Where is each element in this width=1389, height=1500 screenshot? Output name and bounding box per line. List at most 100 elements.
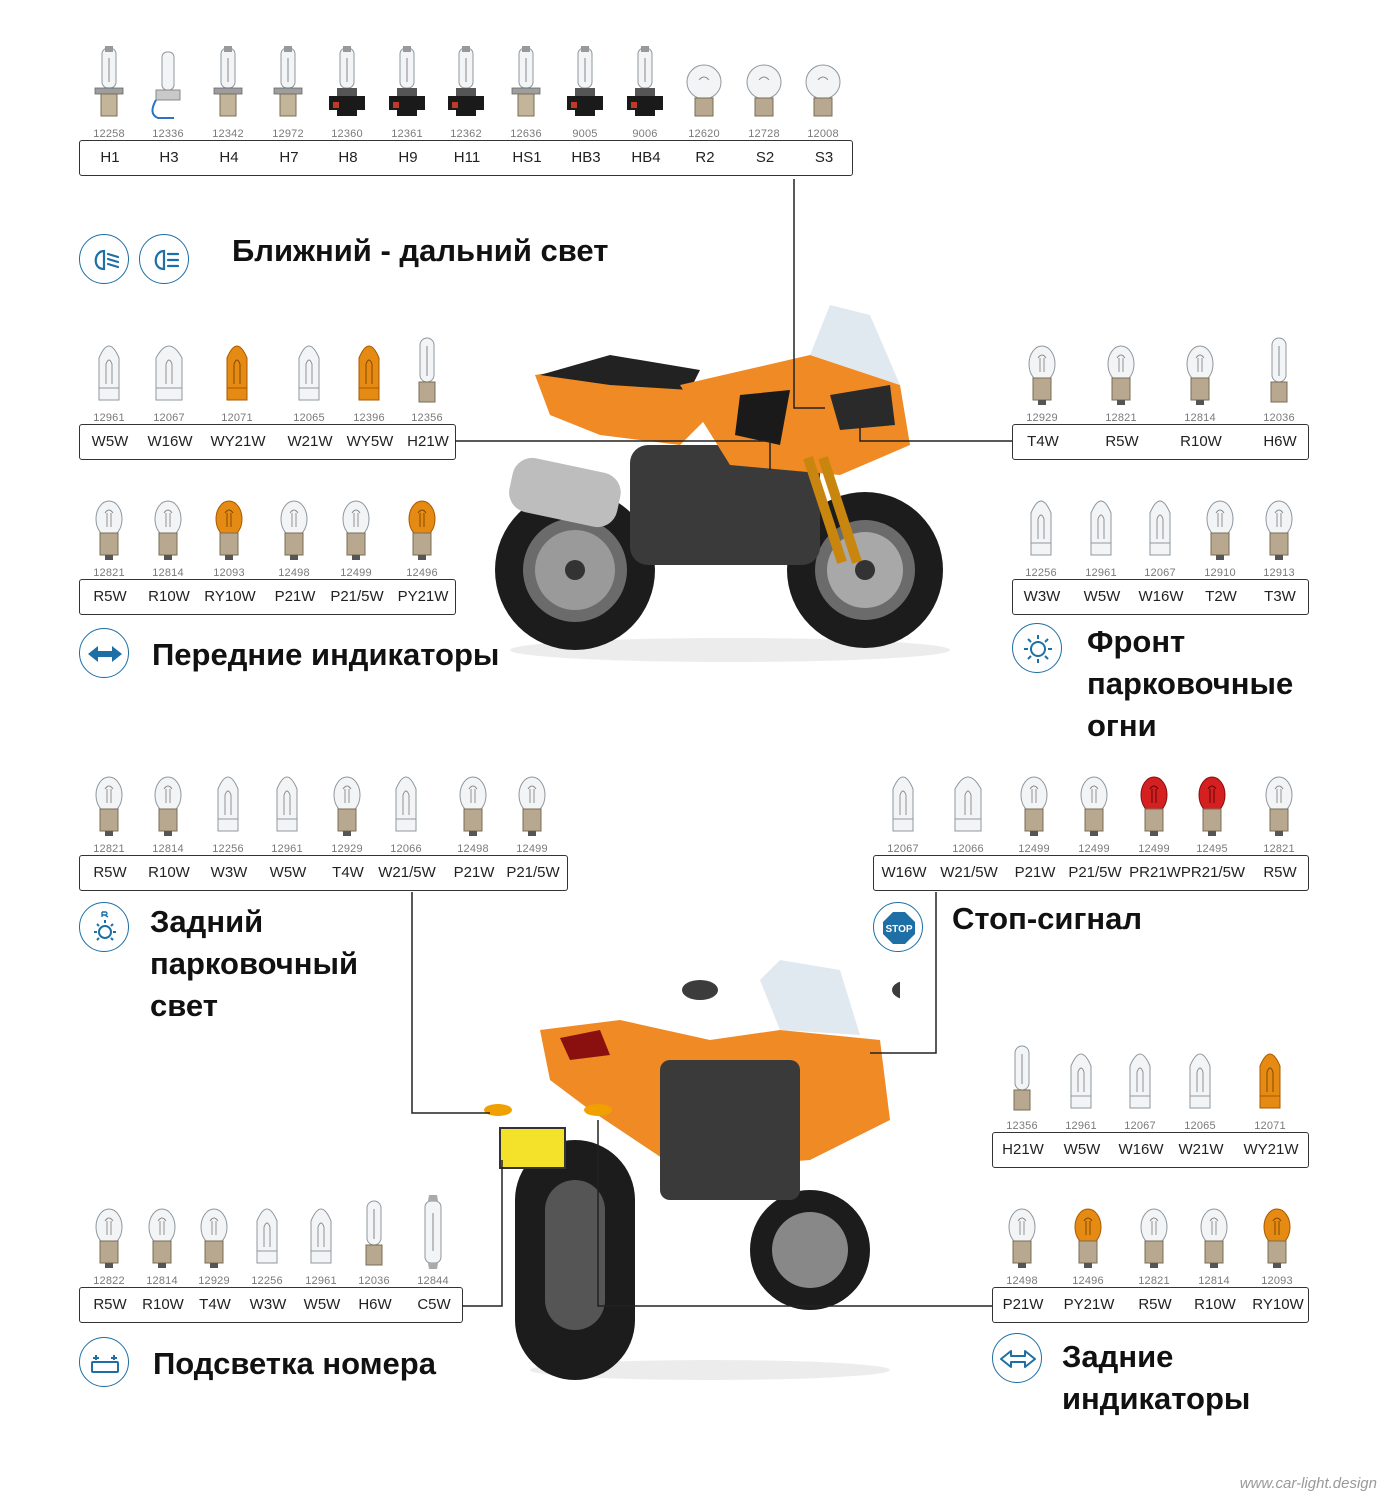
bulb-type-label: R10W	[148, 588, 190, 605]
rear-parking-title-line2: парковочный	[150, 946, 359, 981]
bulb-part-number: 12342	[212, 128, 244, 140]
bulb-type-label: WY21W	[210, 433, 266, 450]
bulb-part-number: 12929	[1026, 412, 1058, 424]
bulb-c5w: 12844	[403, 1191, 463, 1287]
bulb-image	[1149, 500, 1171, 556]
bulb-w5w: 12961	[1071, 483, 1131, 579]
bulb-r10w: 12814	[1170, 328, 1230, 424]
bulb-type-label: R5W	[93, 588, 127, 605]
bulb-w5w: 12961	[1051, 1036, 1111, 1132]
bulb-part-number: 12258	[93, 128, 125, 140]
bulb-image	[1070, 1053, 1092, 1109]
bulb-part-number: 12821	[1105, 412, 1137, 424]
bulb-r10w: 12814	[132, 1191, 192, 1287]
bulb-image	[256, 1208, 278, 1264]
bulb-part-number: 12065	[1184, 1120, 1216, 1132]
bulb-r5w: 12821	[79, 759, 139, 855]
bulb-part-number: 12361	[391, 128, 423, 140]
bulb-w3w: 12256	[1011, 483, 1071, 579]
bulb-w3w: 12256	[237, 1191, 297, 1287]
bulb-type-label: W16W	[881, 864, 927, 881]
bulb-type-label: R5W	[93, 1296, 127, 1313]
bulb-type-label: T4W	[199, 1296, 231, 1313]
bulb-image	[1200, 1208, 1228, 1268]
bulb-type-label: H9	[398, 149, 418, 166]
bulb-type-label: PY21W	[1063, 1296, 1115, 1313]
bulb-type-label: PR21/5W	[1180, 864, 1246, 881]
bulb-image	[1080, 776, 1108, 836]
bulb-type-label: PY21W	[397, 588, 449, 605]
bulb-type-label: P21W	[1014, 864, 1056, 881]
bulb-type-label: H21W	[1002, 1141, 1044, 1158]
bulb-image	[200, 1208, 228, 1268]
bulb-h6w: 12036	[344, 1191, 404, 1287]
bulb-image	[567, 46, 603, 116]
bulb-pr21w: 12499	[1124, 759, 1184, 855]
bulb-part-number: 12067	[887, 843, 919, 855]
bulb-type-label: R10W	[1180, 433, 1222, 450]
bulb-type-label: R10W	[1194, 1296, 1236, 1313]
bulb-type-label: W21/5W	[378, 864, 436, 881]
bulb-type-label: P21W	[453, 864, 495, 881]
bulb-image	[746, 64, 782, 117]
bulb-type-label: W3W	[210, 864, 248, 881]
bulb-image	[686, 64, 722, 117]
bulb-image	[310, 1208, 332, 1264]
bulb-image	[154, 500, 182, 560]
rear-parking-title-line1: Задний	[150, 904, 264, 939]
bulb-part-number: 12961	[305, 1275, 337, 1287]
bulb-image	[151, 51, 181, 119]
bulb-part-number: 12961	[1065, 1120, 1097, 1132]
bulb-image	[1140, 776, 1168, 836]
bulb-image	[1265, 500, 1293, 560]
bulb-image	[518, 776, 546, 836]
bulb-type-label: W21W	[1178, 1141, 1224, 1158]
bulb-image	[1020, 776, 1048, 836]
bulb-w5w: 12961	[291, 1191, 351, 1287]
bulb-image	[213, 46, 243, 117]
bulb-h21w: 12356	[992, 1036, 1052, 1132]
bulb-w16w: 12067	[1130, 483, 1190, 579]
bulb-image	[954, 776, 982, 832]
bulb-image	[365, 1200, 383, 1266]
bulb-part-number: 9005	[572, 128, 598, 140]
bulb-image	[155, 345, 183, 401]
bulb-type-label: W5W	[1063, 1141, 1101, 1158]
bulb-part-number: 12498	[1006, 1275, 1038, 1287]
bulb-part-number: 12814	[152, 567, 184, 579]
bulb-type-label: W16W	[1118, 1141, 1164, 1158]
bulb-image	[329, 46, 365, 116]
bulb-image	[1008, 1208, 1036, 1268]
bulb-r10w: 12814	[138, 759, 198, 855]
high-beam-icon	[139, 234, 189, 284]
bulb-part-number: 12066	[952, 843, 984, 855]
bulb-image	[1140, 1208, 1168, 1268]
bulb-part-number: 12071	[1254, 1120, 1286, 1132]
bulb-type-label: RY10W	[1252, 1296, 1304, 1313]
parking-light-icon	[1012, 623, 1062, 673]
bulb-type-label: H6W	[358, 1296, 392, 1313]
bulb-part-number: 12495	[1196, 843, 1228, 855]
front-parking-title-line2: парковочные	[1087, 666, 1294, 701]
bulb-image	[273, 46, 303, 117]
bulb-wy21w: 12071	[207, 328, 267, 424]
bulb-image	[276, 776, 298, 832]
bulb-image	[94, 46, 124, 117]
outline-double-arrow-icon	[992, 1333, 1042, 1383]
bulb-r10w: 12814	[1184, 1191, 1244, 1287]
bulb-image	[1129, 1053, 1151, 1109]
bulb-type-label: W16W	[147, 433, 193, 450]
bulb-p21w: 12498	[264, 483, 324, 579]
bulb-part-number: 12499	[340, 567, 372, 579]
bulb-part-number: 12496	[406, 567, 438, 579]
bulb-part-number: 12929	[331, 843, 363, 855]
bulb-part-number: 12066	[390, 843, 422, 855]
